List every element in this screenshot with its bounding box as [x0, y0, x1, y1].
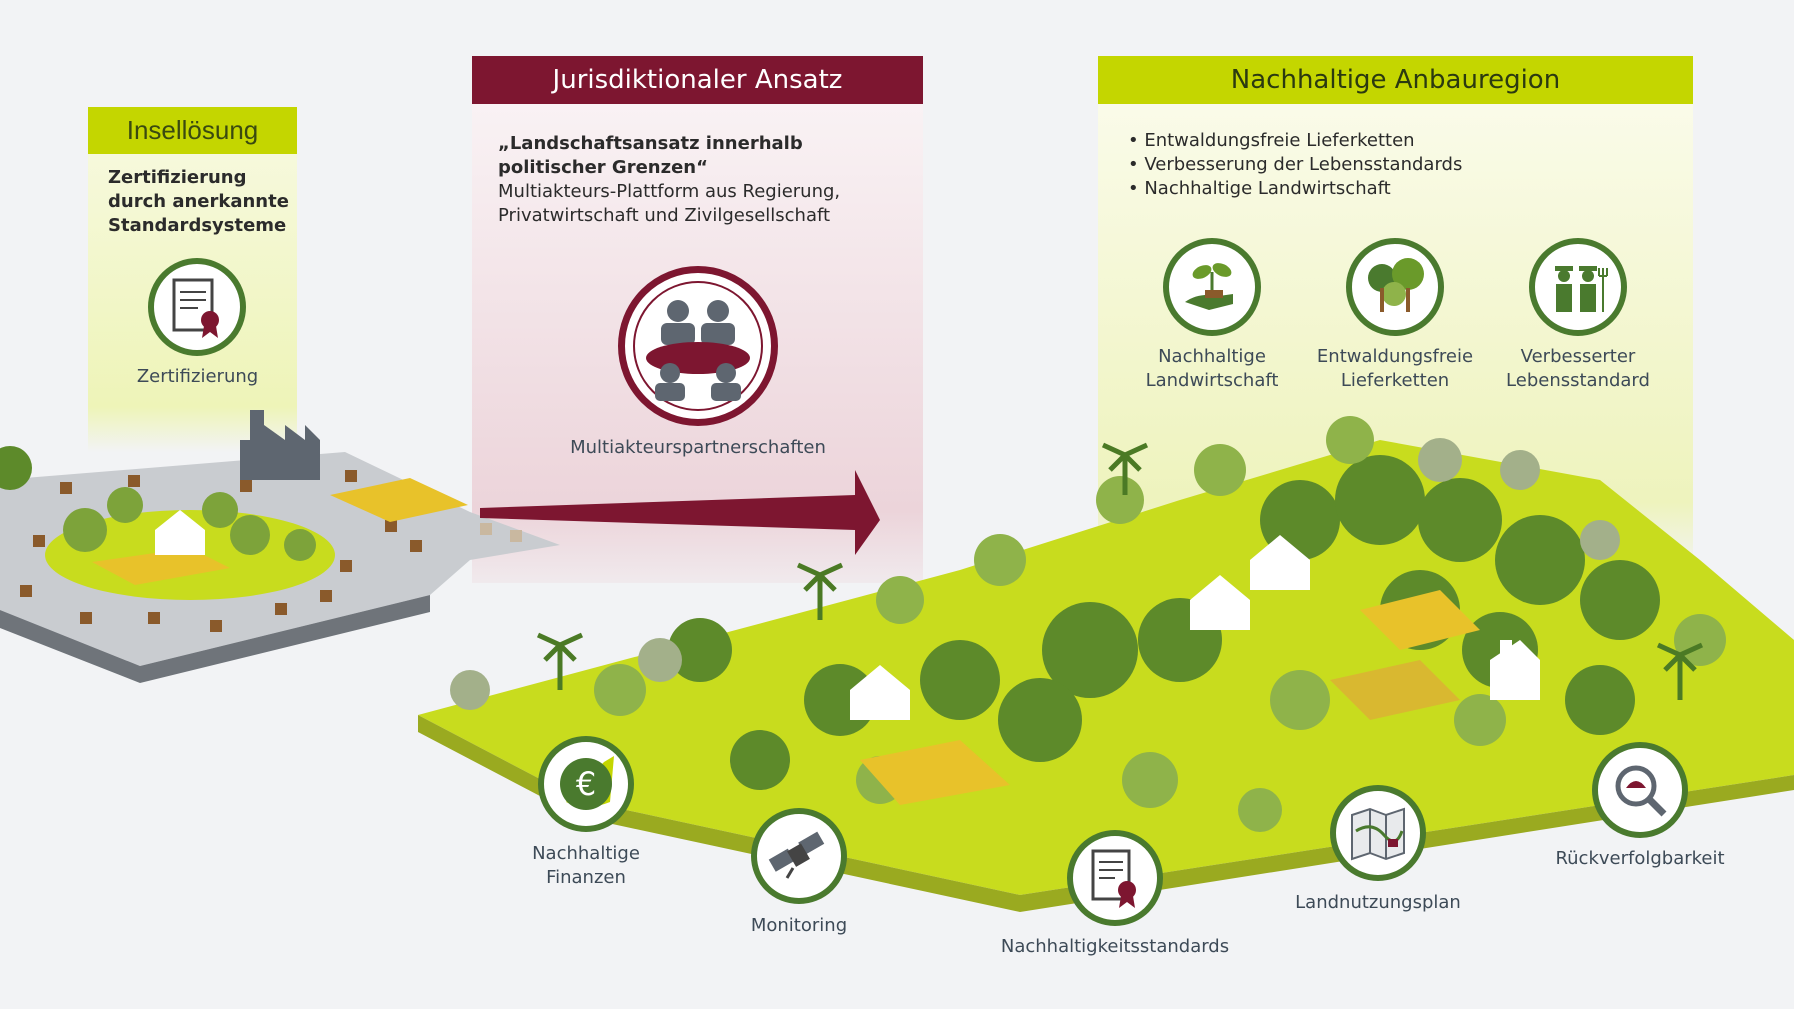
region-icon-label-2-line-2: Lieferketten: [1340, 370, 1450, 391]
bottom-icon-label-5: Rückverfolgbarkeit: [1555, 848, 1725, 869]
juris-icon-label: Multiakteurspartnerschaften: [570, 437, 826, 458]
bottom-icon-label-3: Nachhaltigkeitsstandards: [1000, 936, 1230, 957]
forest-trees-icon: [1346, 238, 1444, 336]
juris-quote-line-1: „Landschaftsansatz innerhalb: [498, 133, 803, 154]
certificate-icon-bottom: [1067, 830, 1163, 926]
region-bullet-1: • Entwaldungsfreie Lieferketten: [1128, 130, 1415, 151]
svg-text:€: €: [576, 765, 596, 803]
farmers-icon: [1529, 238, 1627, 336]
juris-quote-line-2: politischer Grenzen“: [498, 157, 708, 178]
juris-title: Jurisdiktionaler Ansatz: [472, 56, 923, 104]
juris-desc-line-2: Privatwirtschaft und Zivilgesellschaft: [498, 205, 831, 226]
insel-desc-line-3: Standardsysteme: [108, 215, 287, 236]
region-bullet-3: • Nachhaltige Landwirtschaft: [1128, 178, 1391, 199]
bottom-icon-label-2: Monitoring: [750, 915, 848, 936]
juris-desc-line-1: Multiakteurs-Plattform aus Regierung,: [498, 181, 841, 202]
magnifier-icon: [1592, 742, 1688, 838]
bottom-icon-label-1-line-1: Nachhaltige: [532, 843, 640, 864]
bottom-icon-label-1-line-2: Finanzen: [546, 867, 626, 888]
region-icon-label-1-line-1: Nachhaltige: [1158, 346, 1266, 367]
insel-desc-line-2: durch anerkannte: [108, 191, 289, 212]
insel-icon-label: Zertifizierung: [136, 366, 259, 387]
region-title: Nachhaltige Anbauregion: [1098, 56, 1693, 104]
meeting-table-icon: [618, 266, 778, 426]
region-icon-label-3-line-2: Lebensstandard: [1506, 370, 1650, 391]
bottom-icon-label-4: Landnutzungsplan: [1295, 892, 1461, 913]
region-icon-label-2-line-1: Entwaldungsfreie: [1316, 346, 1474, 367]
insel-desc-line-1: Zertifizierung: [108, 167, 247, 188]
plant-in-hand-icon: [1163, 238, 1261, 336]
certificate-icon: [148, 258, 246, 356]
satellite-icon: [751, 808, 847, 904]
insel-title: Insellösung: [88, 107, 297, 154]
region-icon-label-1-line-2: Landwirtschaft: [1145, 370, 1279, 391]
euro-icon: €: [538, 736, 634, 832]
map-icon: [1330, 785, 1426, 881]
region-icon-label-3-line-1: Verbesserter: [1520, 346, 1636, 367]
region-bullet-2: • Verbesserung der Lebensstandards: [1128, 154, 1463, 175]
